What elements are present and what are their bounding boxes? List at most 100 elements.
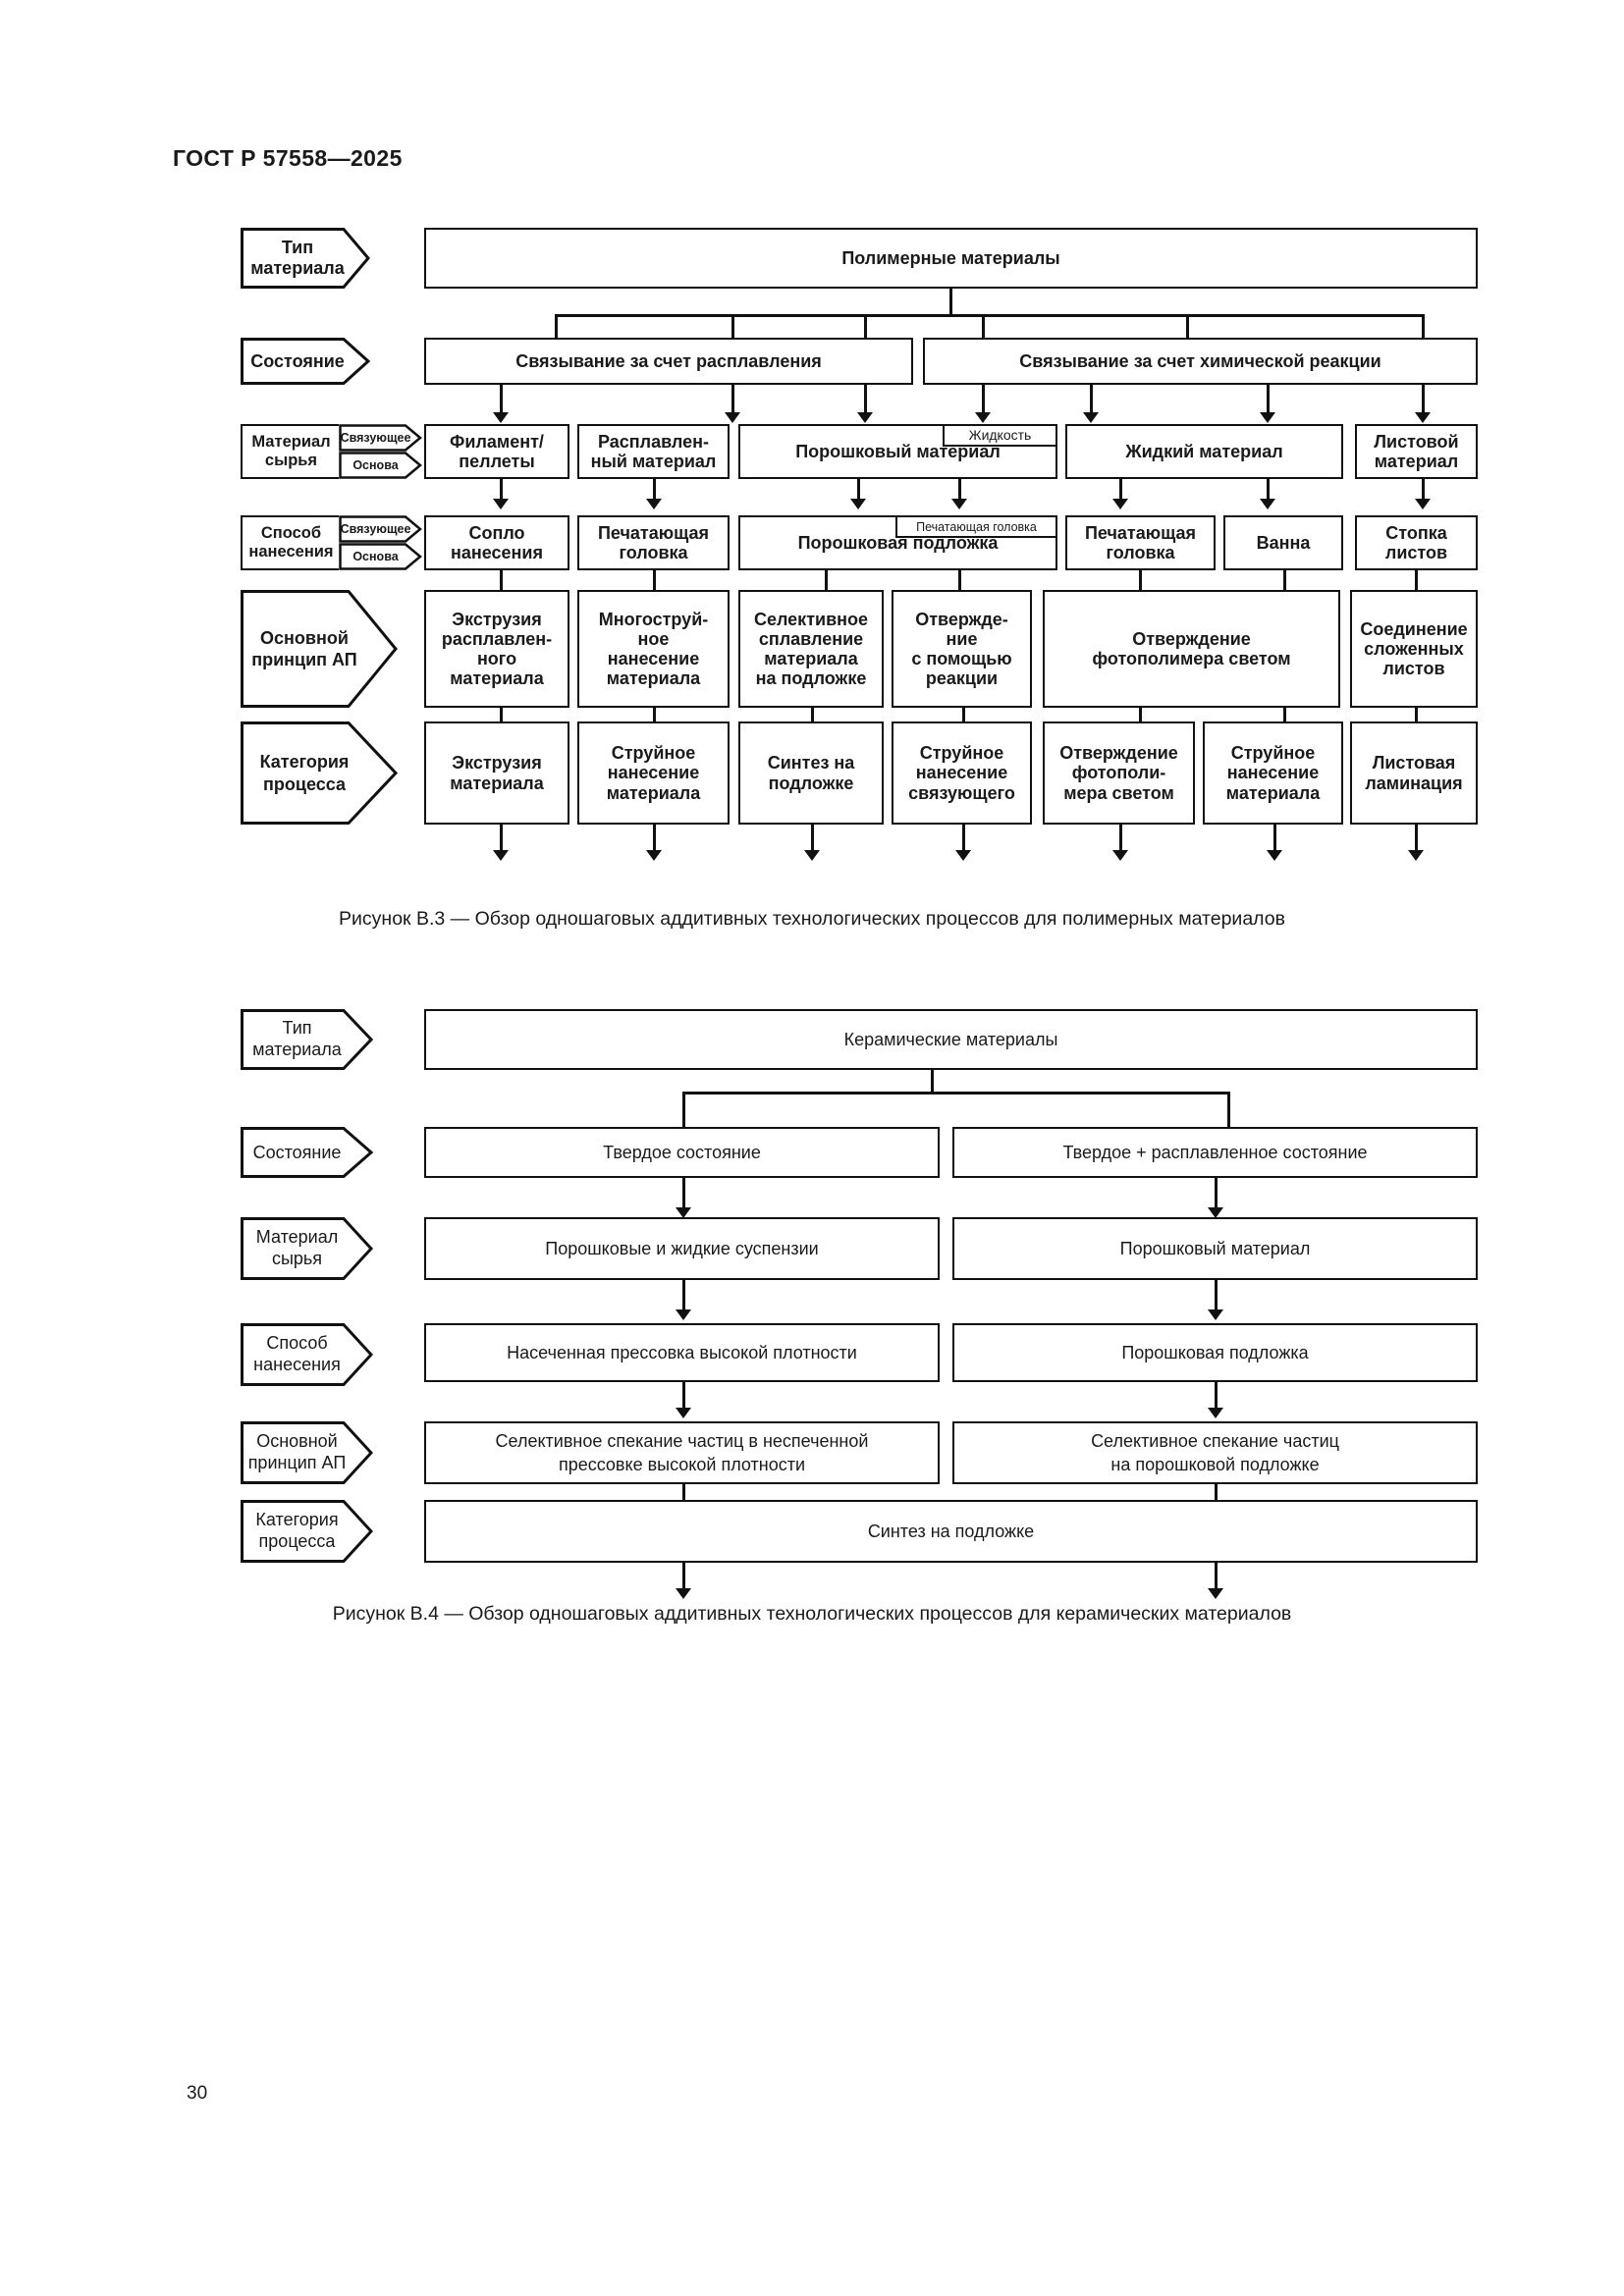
connector-line <box>1215 1382 1218 1408</box>
connector-line <box>1139 708 1142 721</box>
row-label-line1: Категория <box>255 1510 339 1530</box>
connector-line <box>500 385 503 412</box>
box-state-chemical: Связывание за счет химической реакции <box>923 338 1478 385</box>
sublabel-base-feedstock: Основа <box>339 452 422 479</box>
arrow-down <box>1208 1408 1223 1418</box>
row-label-line2: нанесения <box>248 543 334 561</box>
connector-line <box>949 289 952 314</box>
row-label-state-b4: Состояние <box>241 1127 373 1178</box>
figure-b3-caption: Рисунок В.3 — Обзор одношаговых аддитивн… <box>339 908 1285 930</box>
connector-line <box>1267 479 1270 499</box>
row-label-line2: сырья <box>271 1249 323 1268</box>
row-label-principle: Основной принцип АП <box>241 590 398 708</box>
arrow-down <box>955 850 971 861</box>
figure-b3-flowchart: Тип материала Состояние Материал сырья С… <box>0 0 1624 864</box>
row-label-line1: Основной <box>260 627 349 648</box>
box-material-type-b4: Керамические материалы <box>424 1009 1478 1070</box>
row-label-line2: процесса <box>263 774 346 794</box>
sublabel-binder-deposition: Связующее <box>339 515 422 543</box>
arrow-down <box>1208 1588 1223 1599</box>
figure-b4-flowchart: Тип материала Состояние Материал сырья <box>241 1009 1478 1599</box>
box-category-bed-fusion-b4: Синтез на подложке <box>424 1500 1478 1563</box>
connector-line <box>653 570 656 590</box>
box-deposition-nozzle: Сопло нанесения <box>424 515 569 570</box>
connector-line <box>682 1092 685 1127</box>
row-label-line2: материала <box>250 258 345 278</box>
connector-line <box>731 385 734 412</box>
arrow-down <box>676 1408 691 1418</box>
box-feedstock-sheet: Листовой материал <box>1355 424 1478 479</box>
arrow-down <box>1112 499 1128 509</box>
connector-line <box>500 708 503 721</box>
box-deposition-printhead-1: Печатающая головка <box>577 515 730 570</box>
row-label-category-b4: Категория процесса <box>241 1500 373 1563</box>
arrow-down <box>857 412 873 423</box>
page-title: ГОСТ Р 57558—2025 <box>173 145 403 171</box>
connector-line <box>500 570 503 590</box>
connector-line <box>682 1092 1229 1095</box>
box-deposition-compaction: Насеченная прессовка высокой плотности <box>424 1323 940 1382</box>
box-feedstock-powder-b4: Порошковый материал <box>952 1217 1478 1280</box>
sublabel-text: Связующее <box>340 430 411 445</box>
overlay-tag-printhead: Печатающая головка <box>895 515 1057 538</box>
row-label-line1: Категория <box>259 752 350 772</box>
box-principle-selective-fusion: Селективное сплавление материала на подл… <box>738 590 884 708</box>
arrow-down <box>850 499 866 509</box>
page-number: 30 <box>187 2083 208 2104</box>
box-principle-extrusion: Экструзия расплавлен- ного материала <box>424 590 569 708</box>
connector-line <box>1415 708 1418 721</box>
connector-line <box>682 1280 685 1309</box>
arrow-down <box>1260 499 1275 509</box>
box-material-type: Полимерные материалы <box>424 228 1478 289</box>
row-label-state: Состояние <box>241 338 370 385</box>
connector-line <box>931 1070 934 1092</box>
sublabel-binder-feedstock: Связующее <box>339 424 422 452</box>
box-category-sheet-lamination: Листовая ламинация <box>1350 721 1478 825</box>
connector-line <box>555 314 1424 317</box>
row-label-principle-b4: Основной принцип АП <box>241 1421 373 1484</box>
connector-line <box>962 708 965 721</box>
connector-line <box>811 708 814 721</box>
connector-line <box>731 314 734 338</box>
connector-line <box>682 1178 685 1207</box>
connector-line <box>958 479 961 499</box>
box-principle-reaction-curing: Отвержде- ние с помощью реакции <box>892 590 1032 708</box>
arrow-down <box>676 1588 691 1599</box>
row-label-line2: сырья <box>264 452 318 469</box>
connector-line <box>1215 1563 1218 1588</box>
arrow-down <box>1112 850 1128 861</box>
box-category-material-jetting-2: Струйное нанесение материала <box>1203 721 1343 825</box>
arrow-down <box>1208 1207 1223 1218</box>
row-label-feedstock-b4: Материал сырья <box>241 1217 373 1280</box>
box-deposition-vat: Ванна <box>1223 515 1343 570</box>
row-label-line1: Способ <box>266 1333 328 1354</box>
figure-b4-caption: Рисунок В.4 — Обзор одношаговых аддитивн… <box>332 1603 1292 1625</box>
overlay-tag-liquid: Жидкость <box>943 424 1057 447</box>
box-principle-sheet-bonding: Соединение сложенных листов <box>1350 590 1478 708</box>
connector-line <box>825 570 828 590</box>
box-state-solid: Твердое состояние <box>424 1127 940 1178</box>
connector-line <box>555 314 558 338</box>
arrow-down <box>1415 412 1431 423</box>
connector-line <box>811 825 814 850</box>
row-label-material-type-b4: Тип материала <box>241 1009 373 1070</box>
arrow-down <box>1415 499 1431 509</box>
connector-line <box>1119 825 1122 850</box>
connector-line <box>1119 479 1122 499</box>
arrow-down <box>646 499 662 509</box>
row-label-line1: Состояние <box>250 350 345 371</box>
row-label-line2: принцип АП <box>247 1453 347 1472</box>
box-principle-sintering-compact: Селективное спекание частиц в неспеченно… <box>424 1421 940 1484</box>
box-state-solid-molten: Твердое + расплавленное состояние <box>952 1127 1478 1178</box>
arrow-down <box>676 1207 691 1218</box>
connector-line <box>1283 570 1286 590</box>
connector-line <box>1139 570 1142 590</box>
box-category-material-extrusion: Экструзия материала <box>424 721 569 825</box>
box-feedstock-suspension: Порошковые и жидкие суспензии <box>424 1217 940 1280</box>
connector-line <box>1273 825 1276 850</box>
arrow-down <box>493 850 509 861</box>
connector-line <box>1422 479 1425 499</box>
box-feedstock-filament: Филамент/ пеллеты <box>424 424 569 479</box>
row-label-line1: Тип <box>282 1018 312 1039</box>
connector-line <box>682 1484 685 1500</box>
